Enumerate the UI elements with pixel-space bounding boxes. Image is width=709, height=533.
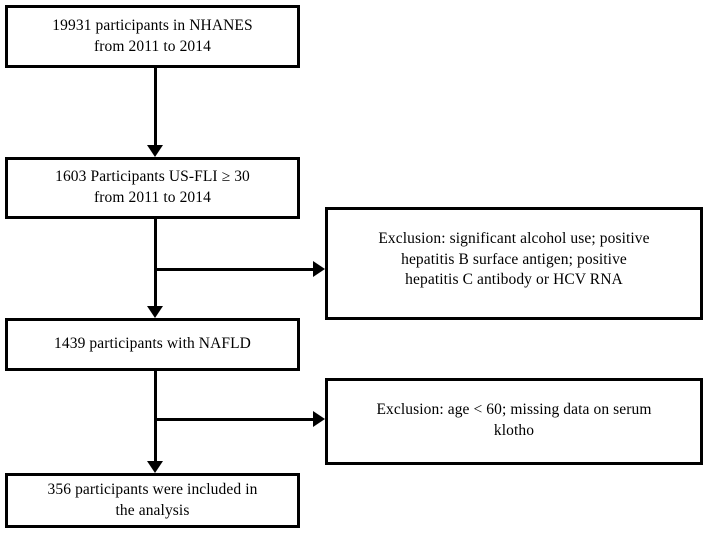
node-exclusion-2: Exclusion: age < 60; missing data on ser… [325, 378, 703, 465]
arrowhead-nafld-to-analyzed [147, 461, 163, 473]
node-enrolled: 19931 participants in NHANES from 2011 t… [5, 5, 300, 68]
node-analyzed-label: 356 participants were included in the an… [47, 480, 258, 519]
node-analyzed: 356 participants were included in the an… [5, 473, 300, 528]
connector-branch-to-exclusion-1 [154, 268, 314, 271]
connector-usfli-to-nafld [154, 219, 157, 307]
arrowhead-branch-to-exclusion-2 [313, 411, 325, 427]
node-usfli-label: 1603 Participants US-FLI ≥ 30 from 2011 … [55, 168, 250, 206]
arrowhead-branch-to-exclusion-1 [313, 261, 325, 277]
node-usfli: 1603 Participants US-FLI ≥ 30 from 2011 … [5, 157, 300, 219]
node-exclusion-1: Exclusion: significant alcohol use; posi… [325, 207, 703, 320]
arrowhead-enrolled-to-usfli [147, 145, 163, 157]
node-enrolled-label: 19931 participants in NHANES from 2011 t… [52, 16, 253, 55]
node-exclusion-2-label: Exclusion: age < 60; missing data on ser… [376, 401, 652, 439]
connector-enrolled-to-usfli [154, 68, 157, 146]
arrowhead-usfli-to-nafld [147, 306, 163, 318]
node-exclusion-1-label: Exclusion: significant alcohol use; posi… [378, 230, 650, 289]
node-nafld-label: 1439 participants with NAFLD [54, 335, 251, 353]
connector-nafld-to-analyzed [154, 371, 157, 462]
connector-branch-to-exclusion-2 [154, 418, 314, 421]
node-nafld: 1439 participants with NAFLD [5, 318, 300, 371]
